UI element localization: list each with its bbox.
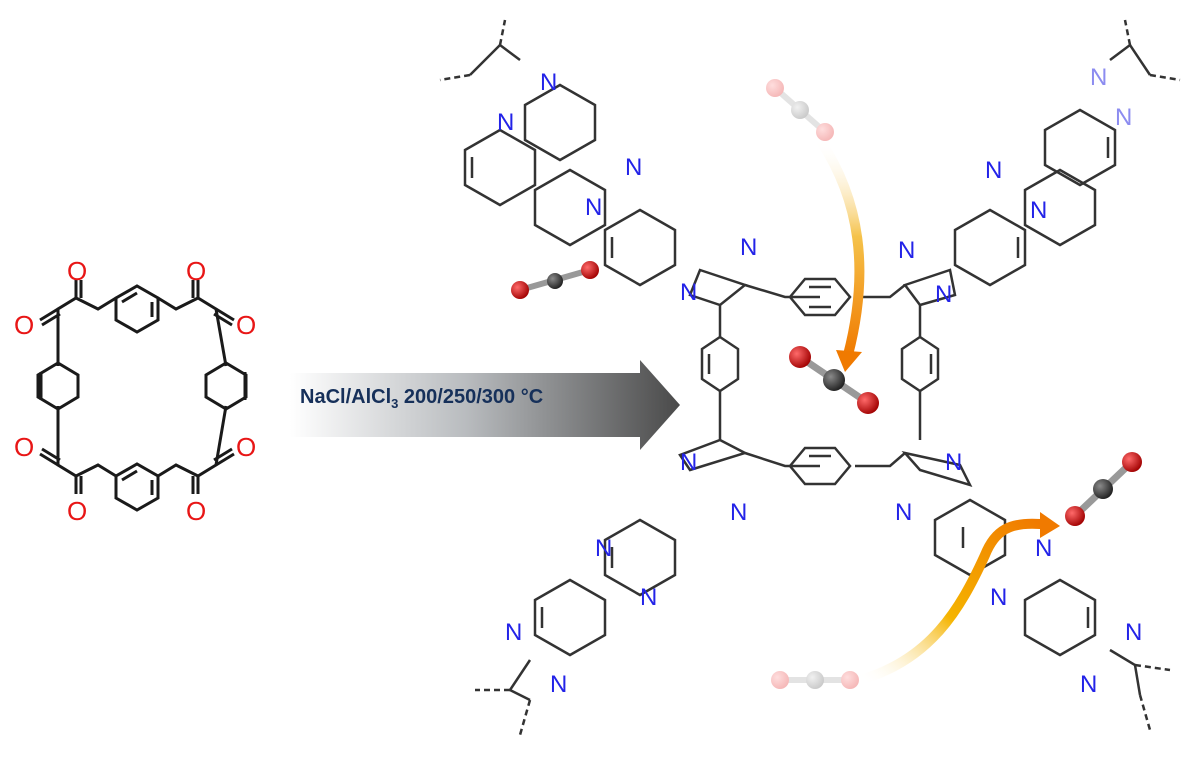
nitrogen-label: N	[680, 279, 697, 306]
nitrogen-label: N	[1080, 671, 1097, 698]
oxygen-label: O	[67, 496, 87, 526]
nitrogen-label: N	[1115, 104, 1132, 131]
framework-nitrogen-labels: N N N N N N N N N N N N N N N N N N N N …	[497, 64, 1142, 698]
nitrogen-label: N	[730, 499, 747, 526]
nitrogen-label: N	[935, 281, 952, 308]
nitrogen-label: N	[585, 194, 602, 221]
conditions-suffix: 200/250/300 °C	[398, 386, 544, 408]
nitrogen-label: N	[640, 584, 657, 611]
co2-molecule-icon	[789, 346, 879, 414]
oxygen-label: O	[14, 432, 34, 462]
nitrogen-label: N	[497, 109, 514, 136]
co2-molecule-icon	[511, 261, 599, 299]
nitrogen-label: N	[595, 535, 612, 562]
nitrogen-label: N	[945, 449, 962, 476]
oxygen-label: O	[186, 256, 206, 286]
diffusion-arrow-icon	[815, 135, 865, 372]
nitrogen-label: N	[1125, 619, 1142, 646]
oxygen-label: O	[236, 310, 256, 340]
nitrogen-label: N	[540, 69, 557, 96]
oxygen-label: O	[236, 432, 256, 462]
diffusion-arrow-icon	[855, 512, 1060, 685]
nitrogen-label: N	[895, 499, 912, 526]
macrocycle-precursor	[36, 280, 248, 512]
nitrogen-label: N	[1030, 197, 1047, 224]
nitrogen-label: N	[740, 234, 757, 261]
oxygen-label: O	[14, 310, 34, 340]
precursor-oxygen-labels: O O O O O O O O	[14, 256, 256, 526]
nitrogen-label: N	[680, 449, 697, 476]
nitrogen-label: N	[625, 154, 642, 181]
oxygen-label: O	[186, 496, 206, 526]
co2-molecule-icon	[1065, 452, 1142, 526]
nitrogen-label: N	[1090, 64, 1107, 91]
reaction-conditions: NaCl/AlCl3 200/250/300 °C	[300, 386, 680, 411]
co2-molecule-icon	[766, 79, 834, 141]
nitrogen-label: N	[990, 584, 1007, 611]
nitrogen-label: N	[1035, 535, 1052, 562]
oxygen-label: O	[67, 256, 87, 286]
conditions-prefix: NaCl/AlCl	[300, 386, 392, 408]
co2-molecule-icon	[771, 671, 859, 689]
framework-bonds	[439, 19, 1181, 736]
nitrogen-label: N	[898, 237, 915, 264]
nitrogen-label: N	[550, 671, 567, 698]
nitrogen-label: N	[985, 157, 1002, 184]
nitrogen-label: N	[505, 619, 522, 646]
conditions-subscript: 3	[391, 396, 399, 411]
reaction-arrow-icon	[290, 360, 680, 450]
